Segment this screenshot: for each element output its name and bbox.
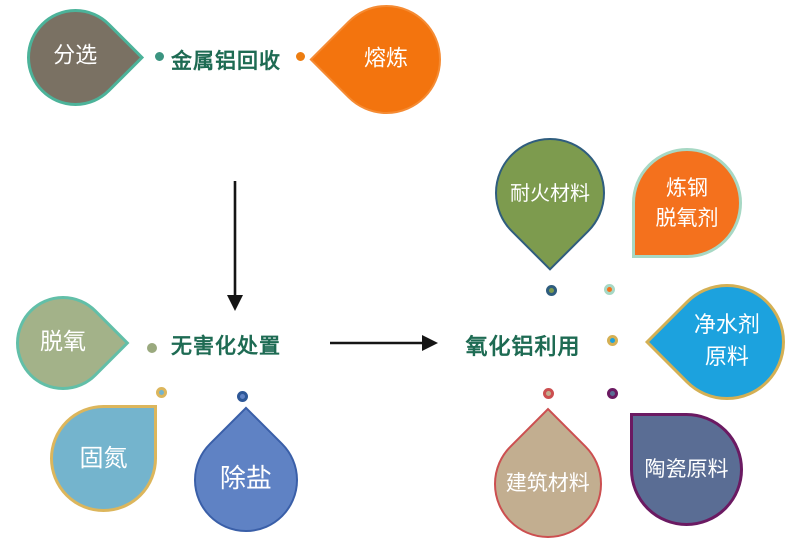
dot-water-purifier — [607, 335, 618, 346]
node-salt-removal-label: 除盐 — [219, 464, 272, 495]
teardrop-shape: 分选 — [6, 0, 145, 127]
node-smelting: 熔炼 — [309, 0, 464, 137]
arrow-right-icon — [330, 335, 438, 351]
node-refractory-materials-label: 耐火材料 — [510, 181, 590, 205]
node-smelting-label: 熔炼 — [364, 46, 409, 72]
node-building-materials-label: 建筑材料 — [505, 471, 590, 496]
arrow-down-icon — [227, 181, 243, 311]
teardrop-shape: 熔炼 — [309, 0, 464, 137]
teardrop-shape: 建筑材料 — [471, 407, 625, 552]
node-building-materials: 建筑材料 — [471, 407, 625, 552]
dot-salt-removal — [237, 391, 248, 402]
stage-label-metal-aluminum-recovery: 金属铝回收 — [171, 49, 281, 73]
node-steelmaking-deoxidizer-label: 炼钢 脱氧剂 — [656, 173, 719, 234]
node-water-purifier-label: 净水剂 原料 — [694, 310, 760, 374]
dot-deoxidation — [147, 343, 157, 353]
node-deoxidation: 脱氧 — [0, 276, 130, 410]
dot-sorting — [155, 52, 164, 61]
dot-nitrogen-fixation — [156, 387, 167, 398]
stage-label-alumina-utilization: 氧化铝利用 — [465, 335, 581, 360]
teardrop-shape: 固氮 — [50, 405, 157, 512]
dot-smelting — [296, 52, 305, 61]
dot-ceramic-raw — [607, 388, 618, 399]
teardrop-shape: 脱氧 — [0, 276, 130, 410]
teardrop-shape: 陶瓷原料 — [630, 413, 743, 526]
node-ceramic-raw-material: 陶瓷原料 — [630, 413, 743, 526]
label-line-1: 炼钢 — [666, 175, 708, 200]
label-line-2: 脱氧剂 — [655, 206, 719, 230]
dot-refractory — [546, 285, 557, 296]
node-sorting: 分选 — [6, 0, 145, 127]
node-water-purifier-raw-material: 净水剂 原料 — [644, 259, 800, 425]
node-steelmaking-deoxidizer: 炼钢 脱氧剂 — [632, 148, 742, 258]
node-deoxidation-label: 脱氧 — [40, 329, 87, 356]
node-salt-removal: 除盐 — [172, 406, 320, 552]
dot-steel-deoxidizer — [604, 284, 615, 295]
teardrop-shape: 净水剂 原料 — [644, 259, 800, 425]
node-sorting-label: 分选 — [53, 44, 98, 70]
teardrop-shape: 除盐 — [172, 406, 320, 552]
teardrop-shape: 炼钢 脱氧剂 — [632, 148, 742, 258]
teardrop-shape: 耐火材料 — [472, 115, 628, 271]
label-line-2: 原料 — [704, 345, 750, 371]
stage-label-harmless-disposal: 无害化处置 — [171, 334, 281, 358]
label-line-1: 净水剂 — [693, 313, 761, 339]
node-nitrogen-fixation: 固氮 — [50, 405, 157, 512]
node-refractory-materials: 耐火材料 — [472, 115, 628, 271]
node-ceramic-raw-material-label: 陶瓷原料 — [644, 456, 729, 481]
node-nitrogen-fixation-label: 固氮 — [79, 443, 128, 472]
dot-building-materials — [543, 388, 554, 399]
